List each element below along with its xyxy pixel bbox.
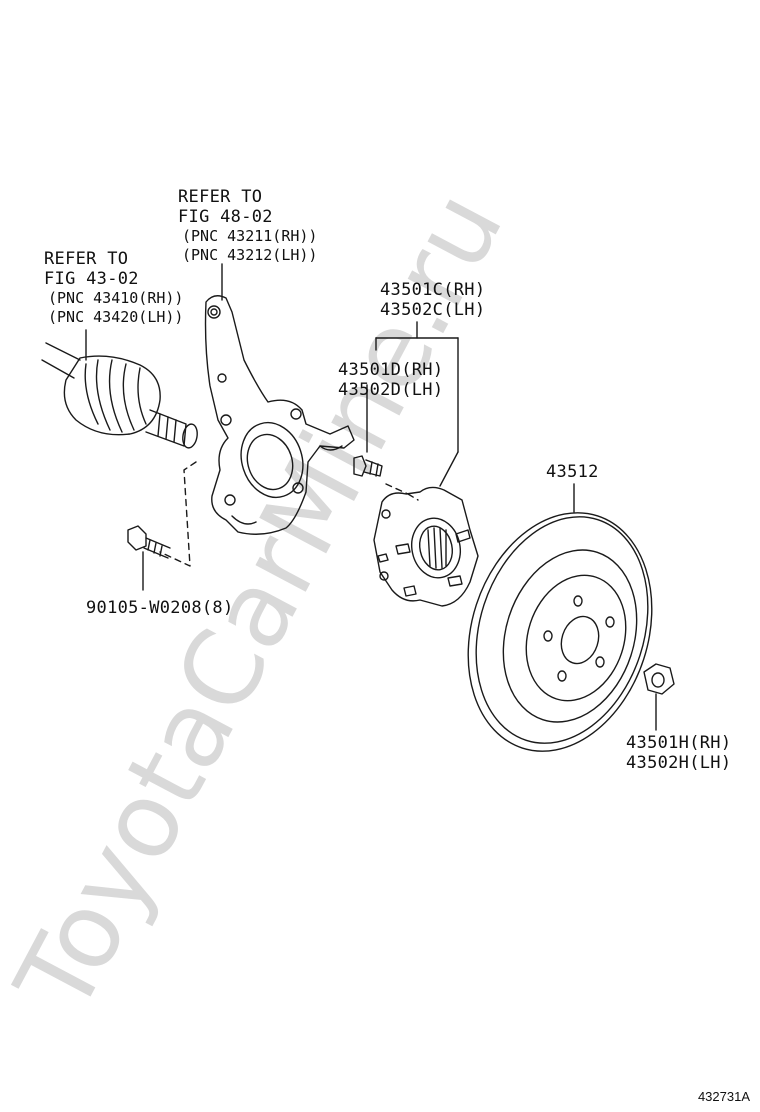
hub-assembly-part-rh: 43501C(RH) xyxy=(380,280,486,300)
drive-shaft xyxy=(41,342,198,449)
refer-shaft-line2: FIG 43-02 xyxy=(44,269,139,289)
wheel-studs xyxy=(377,529,471,597)
hub-nut xyxy=(643,663,675,731)
alignment-lines xyxy=(159,461,419,567)
disc-part-number: 43512 xyxy=(546,462,599,482)
knuckle-bolt xyxy=(127,525,171,591)
leader-lines xyxy=(85,263,223,361)
hub-bolt-part-lh: 43502D(LH) xyxy=(338,380,444,400)
hub-nut-part-lh: 43502H(LH) xyxy=(626,753,732,773)
axle-hub-assembly xyxy=(373,337,479,607)
refer-knuckle-pnc-rh: (PNC 43211(RH)) xyxy=(182,227,318,245)
disc-rotor xyxy=(467,483,653,752)
hub-assembly-part-lh: 43502C(LH) xyxy=(380,300,486,320)
refer-shaft-pnc-rh: (PNC 43410(RH)) xyxy=(48,289,184,307)
steering-knuckle xyxy=(204,295,355,535)
hub-bolt-part-rh: 43501D(RH) xyxy=(338,360,444,380)
refer-knuckle-line1: REFER TO xyxy=(178,187,263,207)
refer-shaft-pnc-lh: (PNC 43420(LH)) xyxy=(48,308,184,326)
hub-bolt xyxy=(353,384,383,477)
refer-shaft-line1: REFER TO xyxy=(44,249,129,269)
knuckle-bolt-part-number: 90105-W0208(8) xyxy=(86,598,234,618)
refer-knuckle-line2: FIG 48-02 xyxy=(178,207,273,227)
hub-nut-part-rh: 43501H(RH) xyxy=(626,733,732,753)
hub-label-bracket xyxy=(375,321,459,351)
figure-reference-code: 432731A xyxy=(697,1089,750,1104)
refer-knuckle-pnc-lh: (PNC 43212(LH)) xyxy=(182,246,318,264)
